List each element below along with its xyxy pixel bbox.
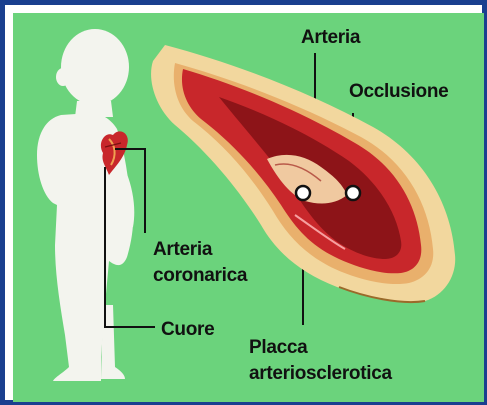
label-cuore: Cuore [161,319,214,340]
marker-placca [296,186,310,200]
diagram-panel: Arteria Occlusione Arteria coronarica Cu… [13,13,484,402]
label-arteria-coronarica-1: Arteria [153,239,213,260]
illustration: Arteria Occlusione Arteria coronarica Cu… [13,13,484,402]
child-silhouette [37,29,134,381]
label-occlusione: Occlusione [349,81,448,102]
label-arteria: Arteria [301,27,361,48]
marker-occlusione [346,186,360,200]
label-placca-2: arteriosclerotica [249,363,392,384]
label-placca-1: Placca [249,337,308,358]
label-arteria-coronarica-2: coronarica [153,265,248,286]
